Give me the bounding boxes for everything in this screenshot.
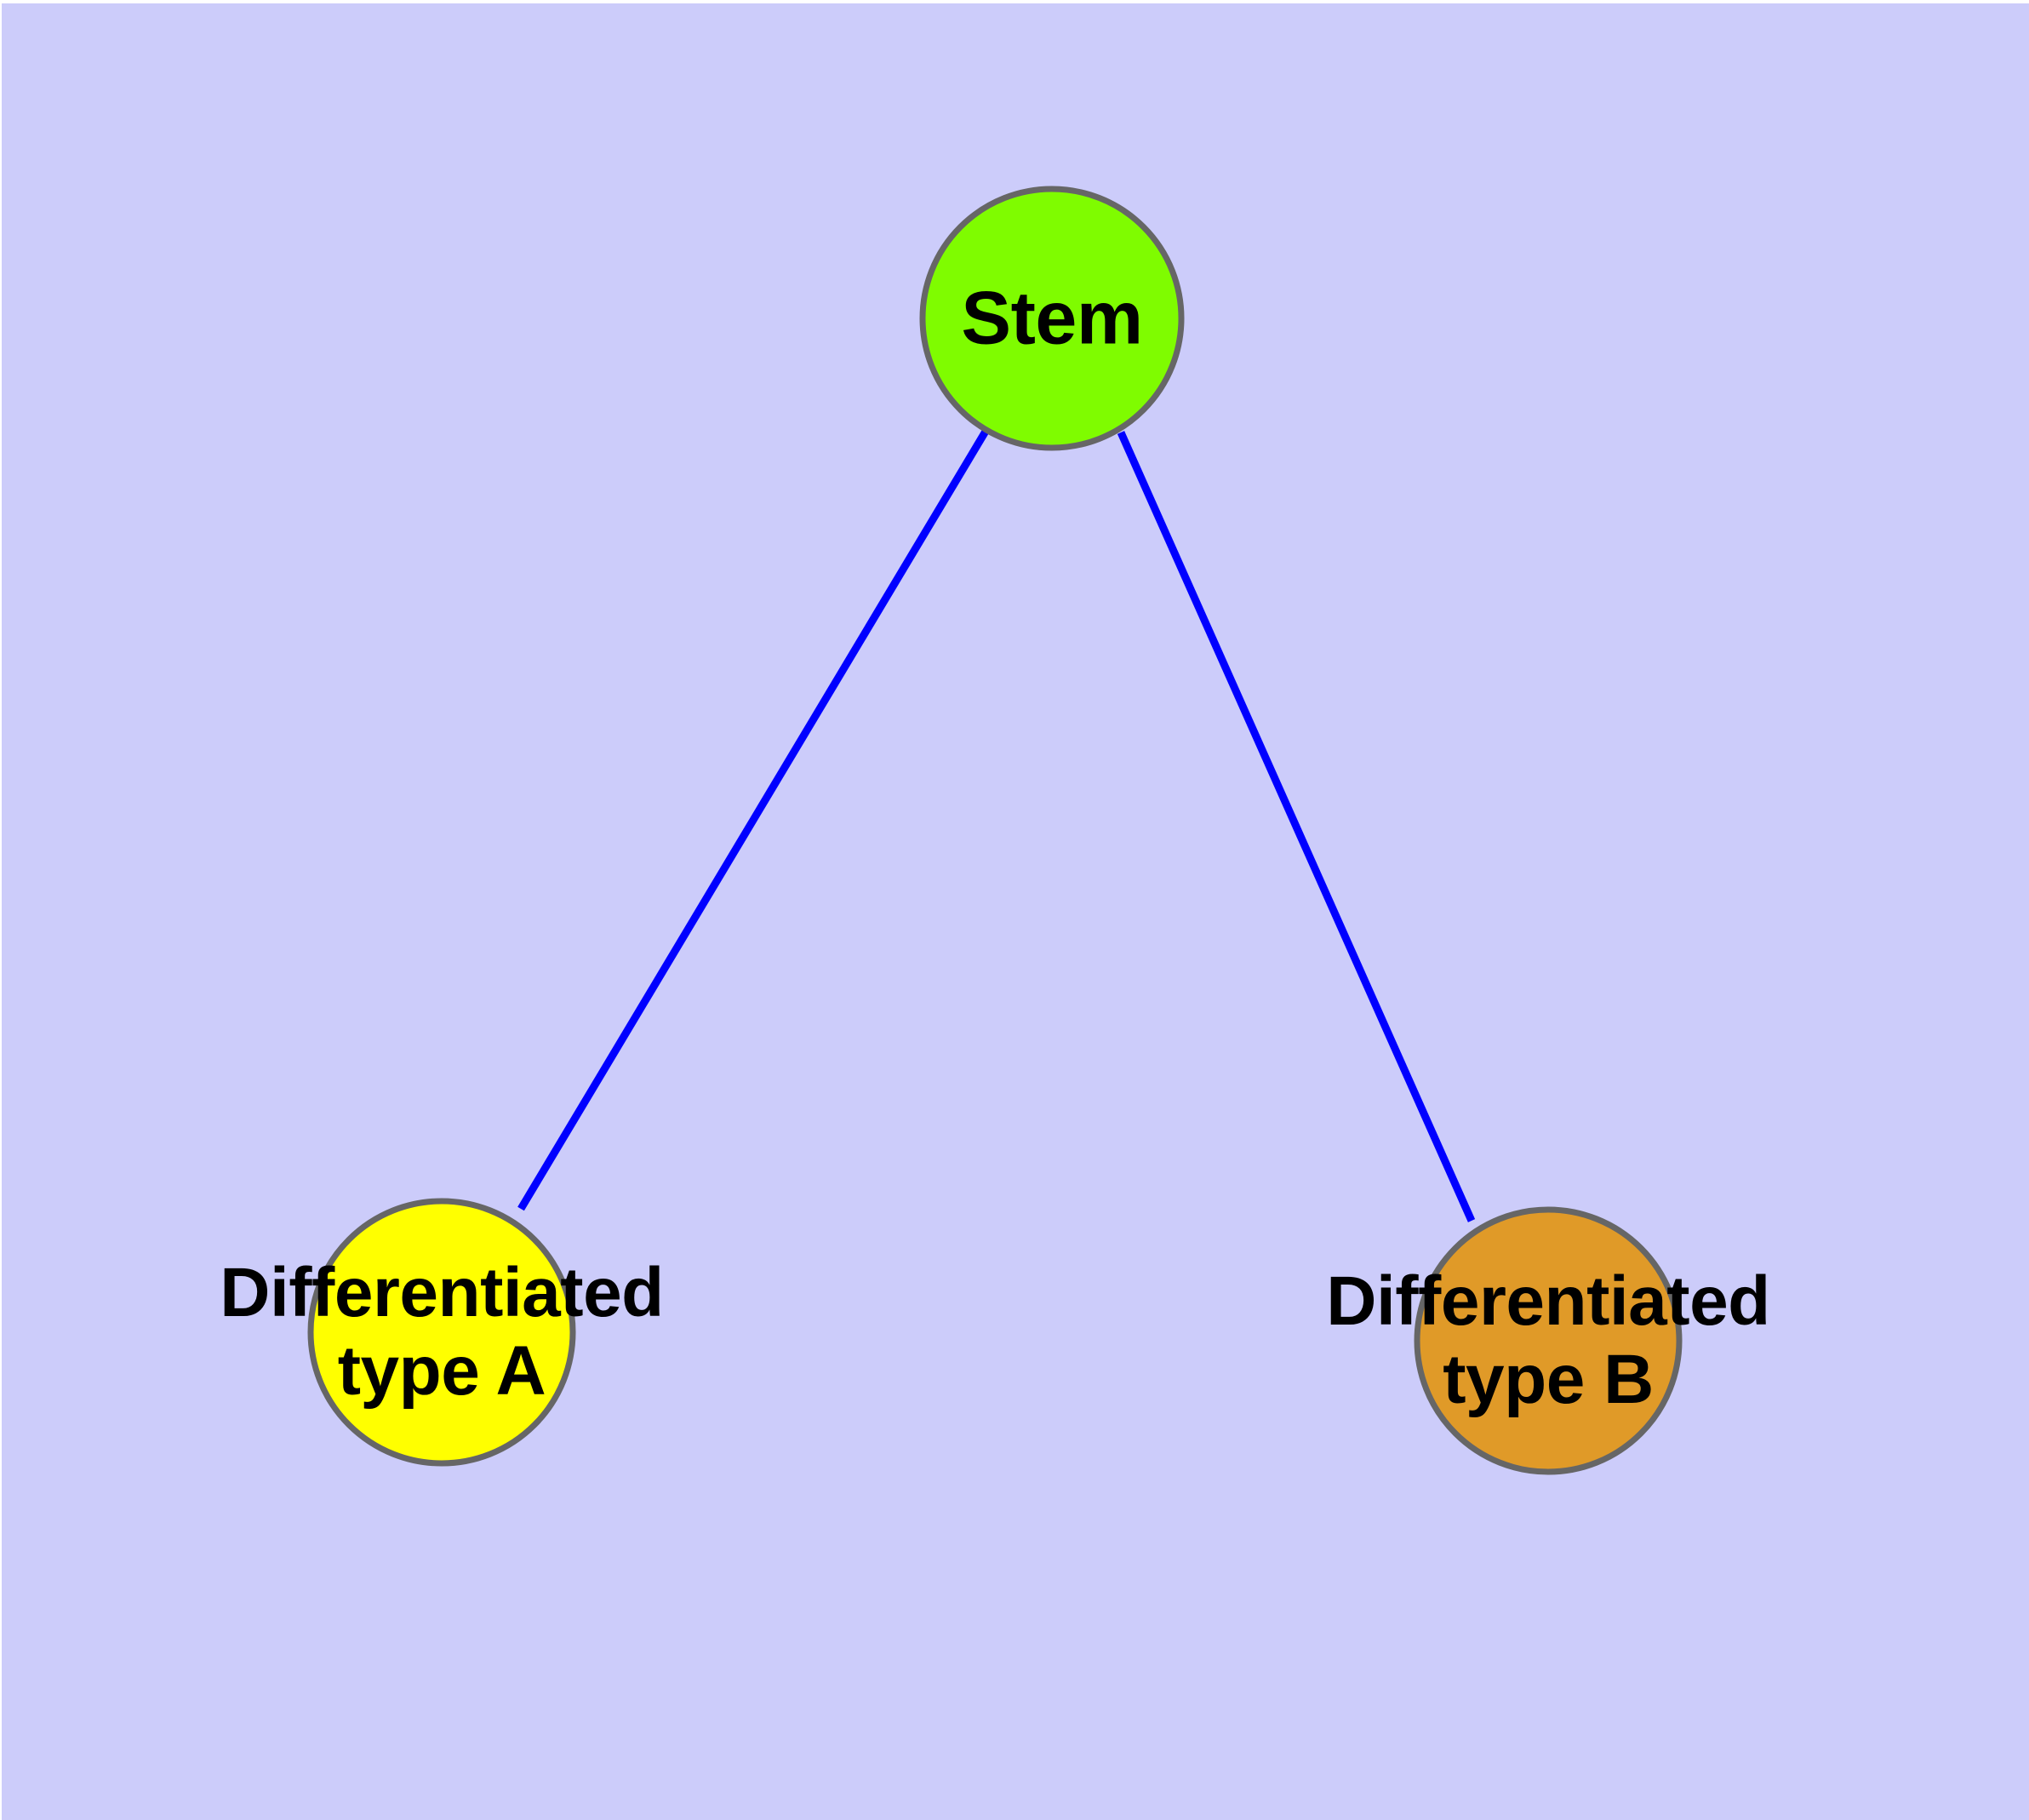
graph-node-stem[interactable] [919, 186, 1185, 451]
graph-edge-stem-diff_b [1117, 431, 1476, 1222]
nodes-layer [307, 186, 1683, 1475]
graph-node-diff_a[interactable] [307, 1198, 576, 1467]
graph-node-diff_b[interactable] [1414, 1206, 1683, 1475]
edges-layer [517, 427, 1476, 1222]
graph-edge-stem-diff_a [517, 427, 990, 1211]
